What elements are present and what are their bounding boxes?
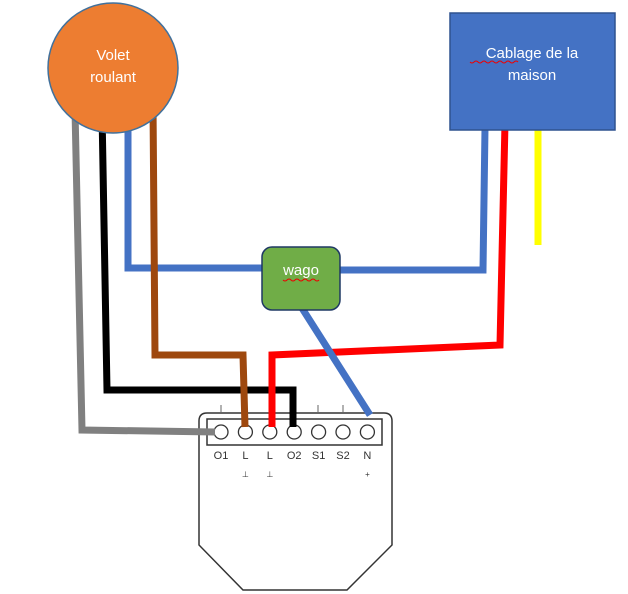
terminal-symbol: ⊥ [242, 470, 249, 479]
terminal-1 [237, 424, 254, 440]
terminal-3 [286, 424, 302, 440]
terminal-label: L [267, 450, 273, 462]
wago-label: wago [282, 262, 319, 279]
terminal-symbol: + [365, 470, 370, 479]
terminal-2 [262, 424, 278, 440]
volet-label: Volet [96, 47, 130, 64]
terminal-label: S1 [312, 450, 325, 462]
wire-blue-volet [124, 112, 265, 272]
terminal-5 [335, 424, 351, 440]
volet-roulant-node: Volet roulant [47, 2, 179, 134]
terminal-0 [213, 424, 229, 440]
wire-blue-maison [335, 127, 489, 274]
terminal-label: O2 [287, 450, 302, 462]
cablage-maison-node: Cablage de la maison [449, 12, 616, 131]
switch-module: O1 L ⊥ L ⊥ O2 S1 S2 N + [198, 405, 393, 591]
wire-black [98, 111, 297, 427]
maison-label: Cablage de la [486, 45, 579, 62]
volet-label-2: roulant [90, 69, 137, 86]
wire-blue-neutral [297, 303, 373, 417]
terminal-4 [310, 424, 327, 440]
wire-brown [149, 104, 249, 428]
terminal-6 [359, 424, 376, 440]
maison-label-2: maison [508, 67, 556, 84]
terminal-label: S2 [336, 450, 349, 462]
wire-red [268, 122, 509, 427]
wago-connector: wago [261, 246, 341, 311]
terminal-label: O1 [214, 450, 229, 462]
terminal-label: N [363, 450, 371, 462]
wire-gray [71, 109, 216, 436]
terminal-symbol: ⊥ [266, 470, 273, 479]
terminal-label: L [242, 450, 248, 462]
